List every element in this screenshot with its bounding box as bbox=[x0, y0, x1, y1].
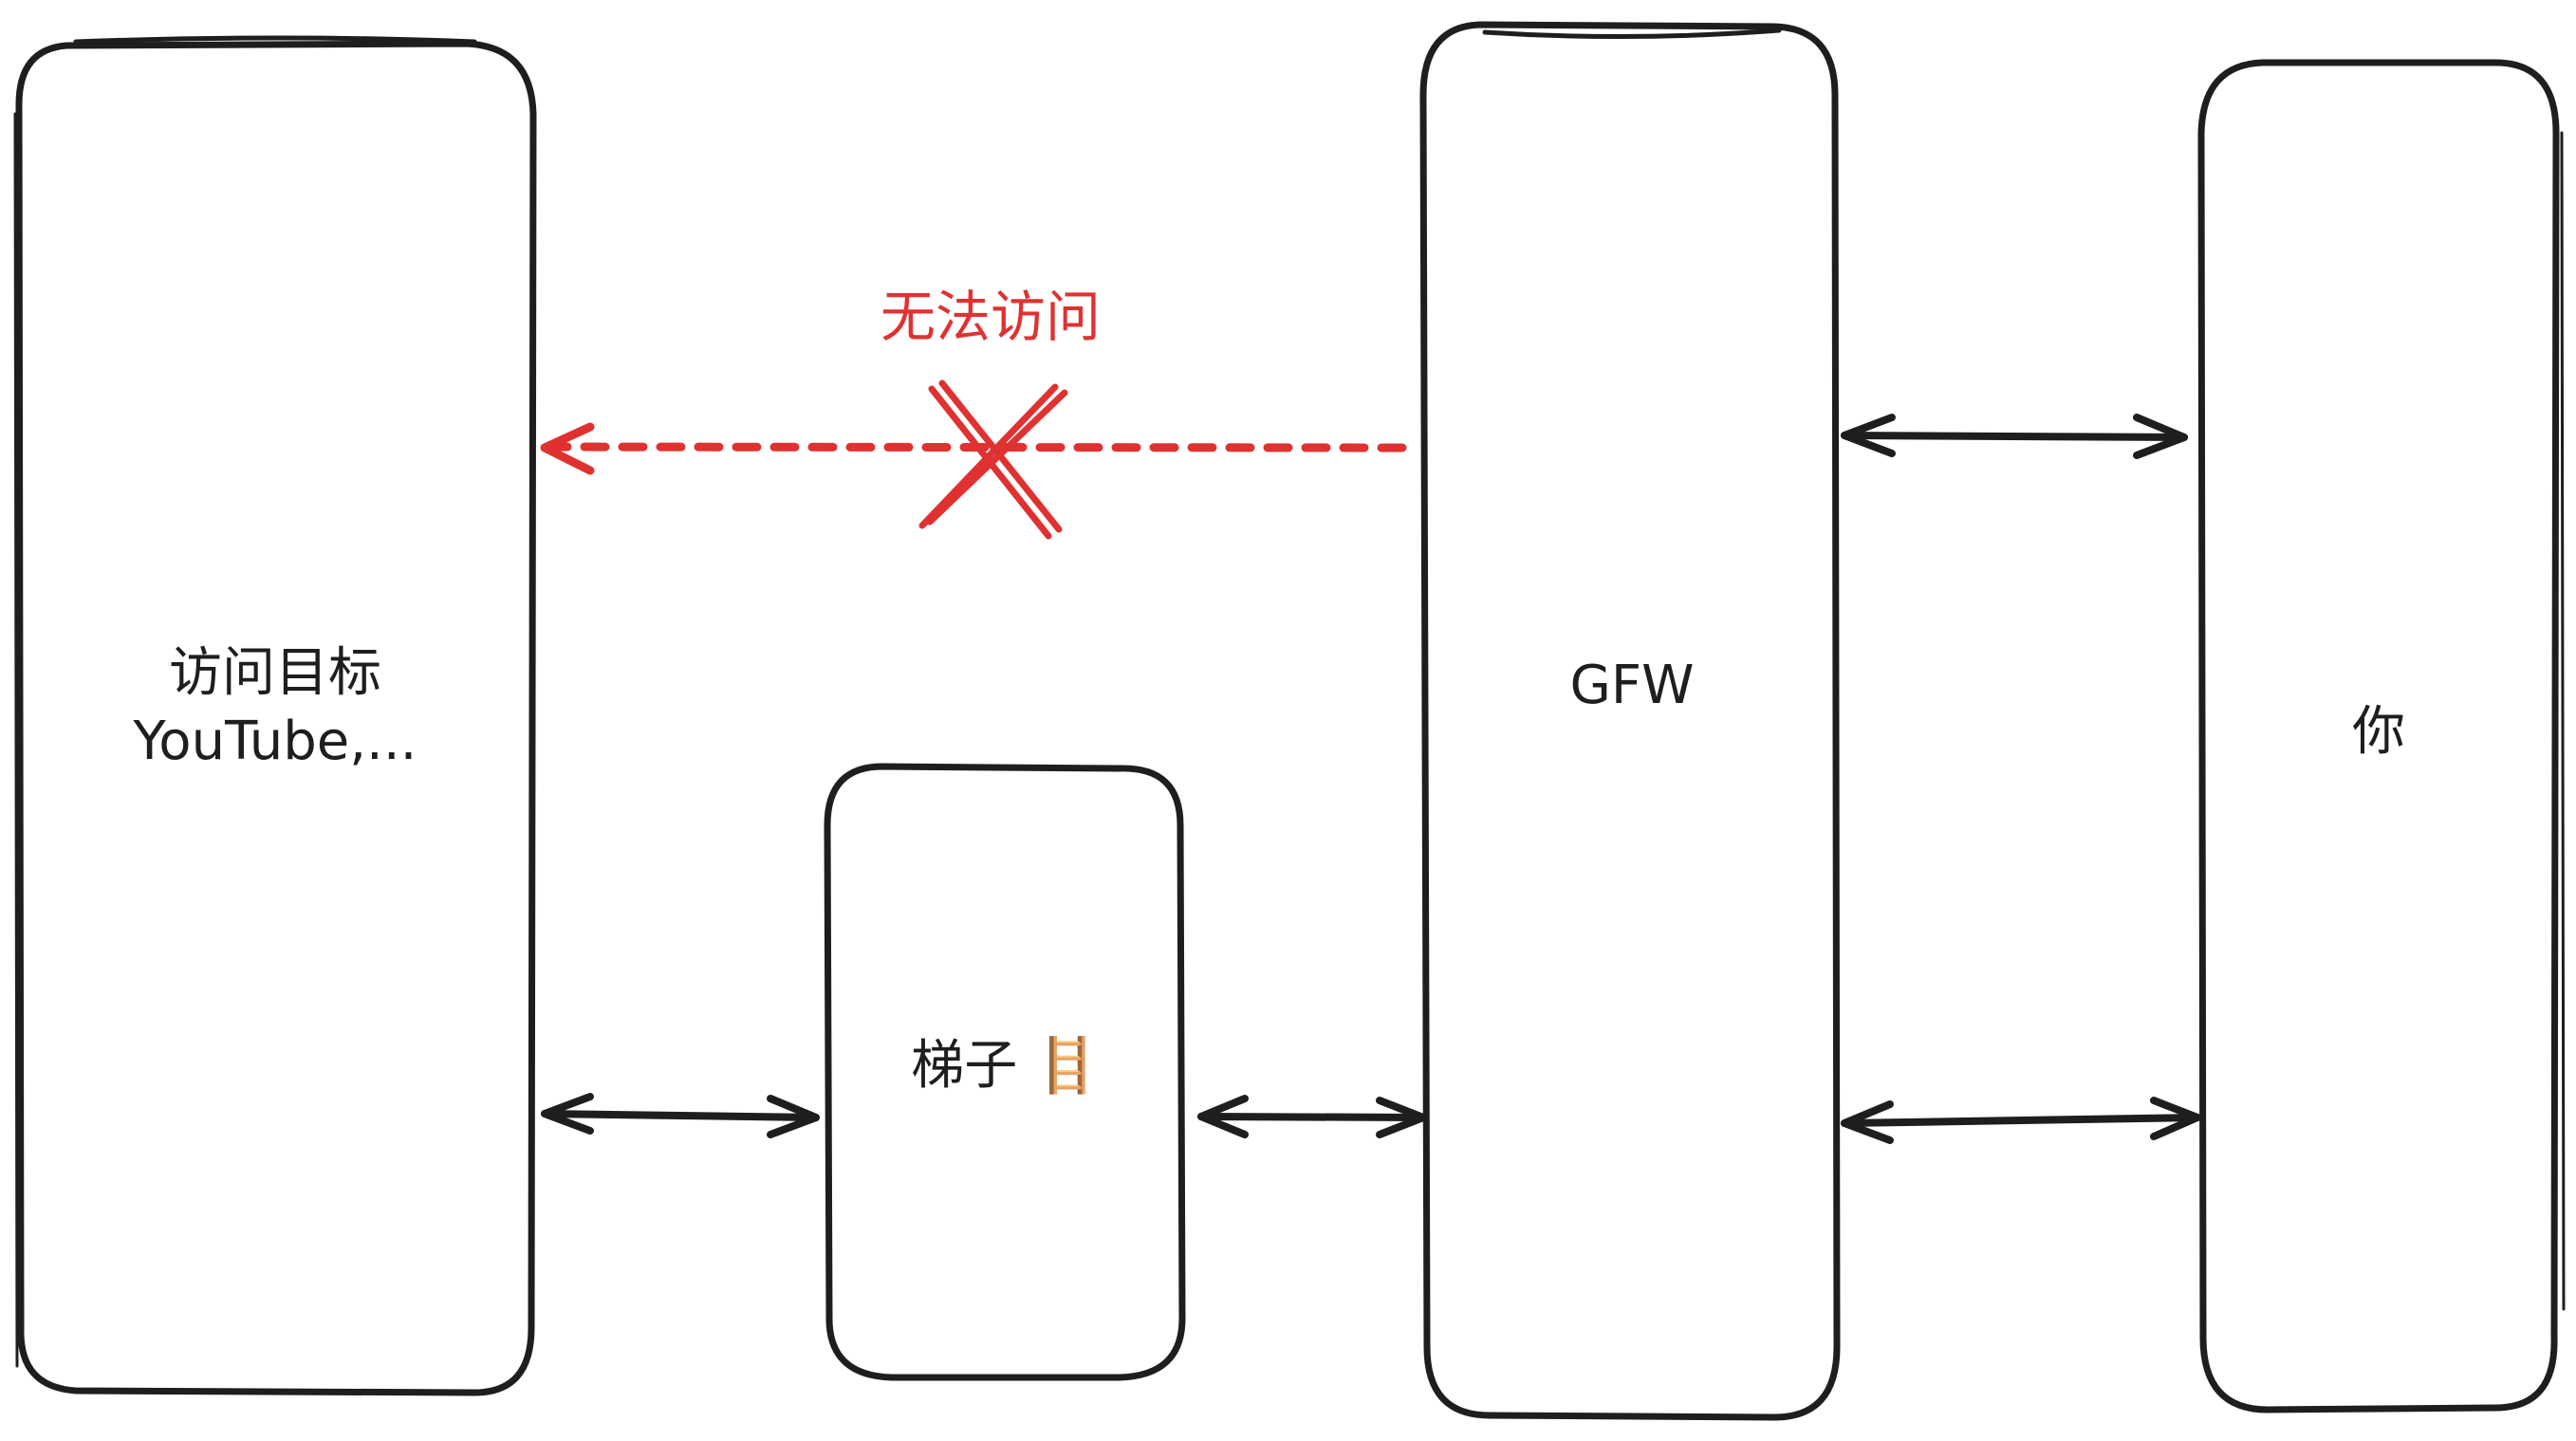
ladder-label: 梯子 🪜 bbox=[911, 1032, 1101, 1100]
ladder-icon: 🪜 bbox=[1034, 1035, 1101, 1097]
cross-icon bbox=[918, 379, 1068, 540]
target-label: 访问目标 YouTube,... bbox=[134, 639, 417, 776]
blocked-arrow bbox=[540, 422, 1407, 475]
you-label: 你 bbox=[2352, 701, 2405, 763]
ladder-box[interactable] bbox=[824, 763, 1186, 1381]
arrow-ladder-gfw bbox=[1197, 1095, 1427, 1138]
ladder-label-text: 梯子 bbox=[911, 1035, 1018, 1097]
arrow-gfw-you-top bbox=[1841, 414, 2188, 459]
gfw-label: GFW bbox=[1569, 655, 1695, 716]
gfw-box[interactable] bbox=[1419, 21, 1841, 1421]
arrow-target-ladder bbox=[541, 1093, 820, 1138]
you-box[interactable] bbox=[2197, 59, 2566, 1413]
blocked-label: 无法访问 bbox=[880, 285, 1102, 349]
target-label-line2: YouTube,... bbox=[133, 711, 417, 772]
arrow-gfw-you-bottom bbox=[1841, 1097, 2201, 1144]
target-label-line1: 访问目标 bbox=[168, 642, 381, 704]
target-box[interactable] bbox=[13, 35, 537, 1396]
